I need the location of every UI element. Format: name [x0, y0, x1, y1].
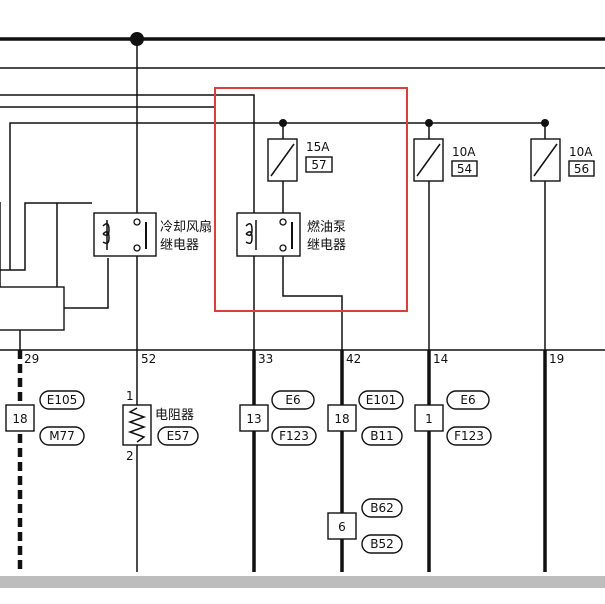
connector-f123-right: F123 — [454, 429, 484, 443]
pin-14: 14 — [433, 352, 448, 366]
pin-33: 33 — [258, 352, 273, 366]
fuel-pump-relay — [236, 212, 301, 257]
pin-42: 42 — [346, 352, 361, 366]
fuse-54-number-box — [451, 160, 478, 177]
connector-e105: E105 — [47, 393, 78, 407]
fuse-56-number: 56 — [574, 162, 589, 176]
ecu-wire-a — [0, 202, 92, 271]
connector-e105-pill — [39, 390, 85, 410]
resistor-label: 电阻器 — [155, 408, 194, 423]
relay-coil-icon — [245, 223, 253, 245]
connector-18-left-number: 18 — [12, 412, 27, 426]
fuse-54-number: 54 — [457, 162, 472, 176]
connector-6 — [327, 512, 357, 540]
relay-contact-icon — [279, 218, 287, 226]
fuse-icon — [533, 143, 558, 177]
cooling-fan-relay — [93, 212, 157, 257]
connector-b11: B11 — [370, 429, 394, 443]
fuse-supply-wire — [9, 122, 545, 270]
fuel-pump-relay-label-line1: 燃油泵 — [307, 219, 346, 235]
connector-18-mid-number: 18 — [334, 412, 349, 426]
fuse-57-number: 57 — [311, 158, 326, 172]
connector-e101-pill — [358, 390, 404, 410]
fuse-57-rating: 15A — [306, 140, 330, 154]
fuse-icon — [416, 143, 441, 177]
cooling-fan-relay-label-line1: 冷却风扇 — [160, 219, 212, 235]
connector-e6-pill — [271, 390, 315, 410]
ecu-block — [0, 286, 65, 331]
connector-b11-pill — [361, 426, 403, 446]
resistor-pin-top: 1 — [126, 389, 134, 403]
connector-e101: E101 — [366, 393, 397, 407]
relay-contact-icon — [133, 218, 141, 226]
fuel-pump-relay-feed-wire — [0, 94, 255, 213]
relay-coil-icon — [102, 223, 110, 245]
connector-f123: F123 — [279, 429, 309, 443]
fuel-pump-relay-label-line2: 继电器 — [307, 238, 346, 253]
pin-29: 29 — [24, 352, 39, 366]
connector-f123-right-pill — [446, 426, 492, 446]
connector-e6-right: E6 — [460, 393, 475, 407]
connector-13 — [239, 404, 269, 432]
connector-18-left — [5, 404, 35, 432]
cooling-fan-relay-label-line2: 继电器 — [160, 238, 199, 253]
connector-1 — [414, 404, 444, 432]
connector-b62-pill — [361, 498, 403, 518]
connector-e6-right-pill — [446, 390, 490, 410]
connector-f123-pill — [271, 426, 317, 446]
resistor-connector-pill — [157, 426, 199, 446]
connector-b52-pill — [361, 534, 403, 554]
resistor — [122, 404, 152, 446]
fuse-56 — [530, 138, 561, 182]
fuse-54-rating: 10A — [452, 145, 476, 159]
fuse-56-number-box — [568, 160, 595, 177]
highlight-frame — [214, 87, 408, 312]
bottom-bar — [0, 576, 605, 588]
resistor-connector: E57 — [167, 429, 190, 443]
connector-b52: B52 — [370, 537, 394, 551]
fuse-57-number-box — [305, 156, 333, 173]
connector-1-number: 1 — [425, 412, 433, 426]
connector-b62: B62 — [370, 501, 394, 515]
pin-52: 52 — [141, 352, 156, 366]
resistor-pin-bottom: 2 — [126, 449, 134, 463]
connector-e6: E6 — [285, 393, 300, 407]
pin-19: 19 — [549, 352, 564, 366]
connector-13-number: 13 — [246, 412, 261, 426]
resistor-icon — [127, 407, 147, 443]
connector-m77-pill — [39, 426, 85, 446]
fuse-icon — [270, 143, 295, 177]
fuse-56-rating: 10A — [569, 145, 593, 159]
connector-6-number: 6 — [338, 520, 346, 534]
connector-m77: M77 — [49, 429, 75, 443]
connector-18-mid — [327, 404, 357, 432]
fuse-57 — [267, 138, 298, 182]
ecu-wire-c — [64, 258, 109, 309]
fuse-54 — [413, 138, 444, 182]
fuel-pump-relay-output-wire — [282, 256, 343, 350]
